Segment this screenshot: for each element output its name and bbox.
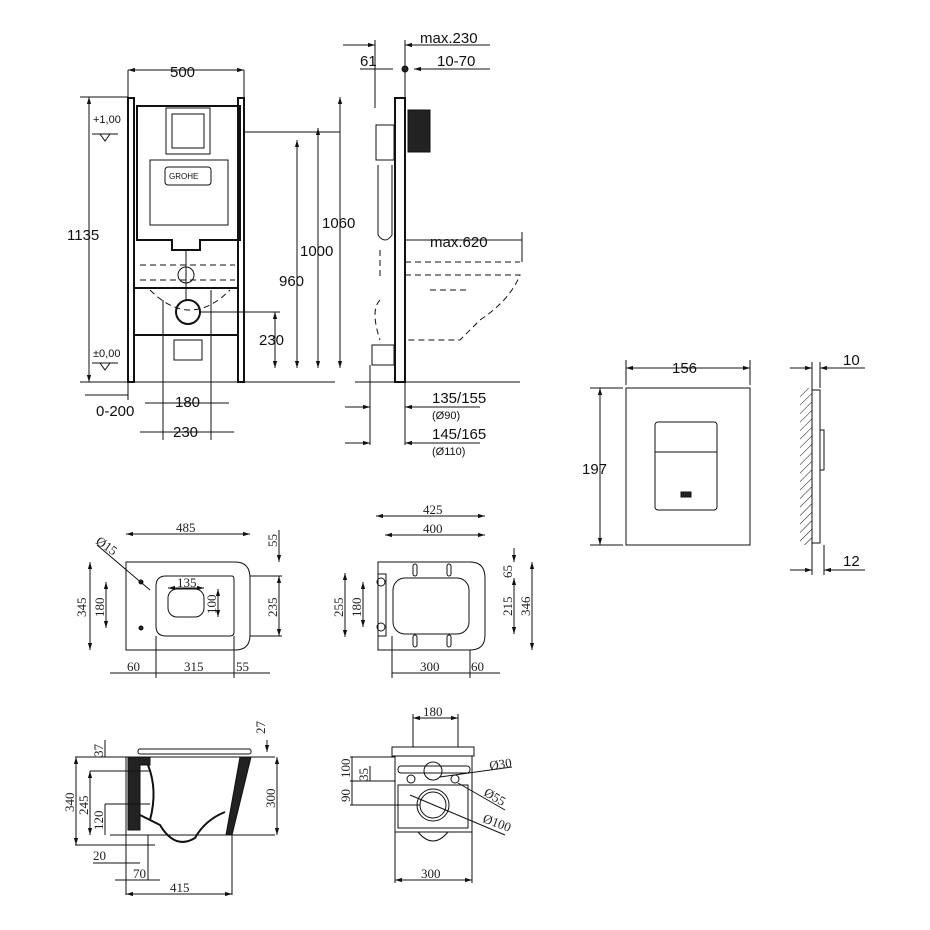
dim-1000: 1000 <box>300 243 333 260</box>
dim-10-70: 10-70 <box>437 53 475 70</box>
dim-315: 315 <box>184 659 204 674</box>
dim-230-height: 230 <box>259 332 284 349</box>
bowl-back-view: 180 100 35 90 Ø30 Ø55 Ø100 300 <box>338 704 513 883</box>
dim-180: 180 <box>349 598 364 618</box>
bowl-side-view: 27 37 340 245 120 300 20 70 415 <box>62 721 280 897</box>
dim-300: 300 <box>421 866 441 881</box>
dim-70: 70 <box>133 866 146 881</box>
brand-logo: GROHE <box>169 172 198 181</box>
dim-90: 90 <box>338 789 353 802</box>
dim-width: 500 <box>170 64 195 81</box>
dim-d55: Ø55 <box>482 785 509 809</box>
dim-20: 20 <box>93 848 106 863</box>
dim-61: 61 <box>360 53 377 70</box>
level-zero: ±0,00 <box>93 348 120 360</box>
dim-145-165: 145/165 <box>432 426 486 443</box>
dim-adjust: 0-200 <box>96 403 134 420</box>
dim-215: 215 <box>500 597 515 617</box>
dim-180: 180 <box>175 394 200 411</box>
dim-plate-depth-top: 10 <box>843 352 860 369</box>
dim-235: 235 <box>265 598 280 618</box>
dim-d90: (Ø90) <box>432 410 460 422</box>
frame-front-view: GROHE 500 1135 +1,00 ±0,00 1060 1000 960… <box>67 64 520 441</box>
dim-135-155: 135/155 <box>432 390 486 407</box>
dim-135: 135 <box>177 575 197 590</box>
dim-960: 960 <box>279 273 304 290</box>
dim-37: 37 <box>91 744 106 758</box>
dim-425: 425 <box>423 502 443 517</box>
dim-100: 100 <box>338 759 353 779</box>
dim-346: 346 <box>518 596 533 616</box>
dim-60: 60 <box>127 659 140 674</box>
dim-d30: Ø30 <box>488 755 512 773</box>
dim-180: 180 <box>92 598 107 618</box>
dim-55-vertical: 55 <box>265 534 280 547</box>
dim-plate-height: 197 <box>582 461 607 478</box>
dim-230-width: 230 <box>173 424 198 441</box>
dim-d15: Ø15 <box>93 533 120 558</box>
bowl-top-view: 485 Ø15 345 180 135 100 55 235 60 315 55 <box>74 520 282 678</box>
dim-1060: 1060 <box>322 215 355 232</box>
dim-300: 300 <box>420 659 440 674</box>
dim-245: 245 <box>76 796 91 816</box>
dim-plate-depth-bottom: 12 <box>843 553 860 570</box>
dim-65: 65 <box>500 565 515 578</box>
dim-35: 35 <box>356 768 371 781</box>
dim-plate-width: 156 <box>672 360 697 377</box>
dim-max620: max.620 <box>430 234 488 251</box>
level-top: +1,00 <box>93 114 121 126</box>
dim-345: 345 <box>74 598 89 618</box>
dim-300: 300 <box>263 789 278 809</box>
dim-415: 415 <box>170 880 190 895</box>
dim-27: 27 <box>253 721 268 735</box>
frame-side-view: max.620 max.230 61 10-70 135/155 (Ø90) 1… <box>343 30 523 458</box>
dim-d110: (Ø110) <box>432 446 465 458</box>
dim-400: 400 <box>423 521 443 536</box>
dim-60: 60 <box>471 659 484 674</box>
dim-120: 120 <box>91 811 106 831</box>
seat-top-view: 425 400 65 215 346 255 180 300 60 <box>331 502 535 678</box>
dim-100: 100 <box>204 595 219 615</box>
dim-max230: max.230 <box>420 30 478 47</box>
dim-55-horizontal: 55 <box>236 659 249 674</box>
flush-plate-view: 156 197 10 12 <box>582 352 865 575</box>
dim-485: 485 <box>176 520 196 535</box>
dim-d100: Ø100 <box>481 811 513 835</box>
dim-180: 180 <box>423 704 443 719</box>
dim-340: 340 <box>62 793 77 813</box>
dim-255: 255 <box>331 598 346 618</box>
dim-height: 1135 <box>67 227 99 244</box>
